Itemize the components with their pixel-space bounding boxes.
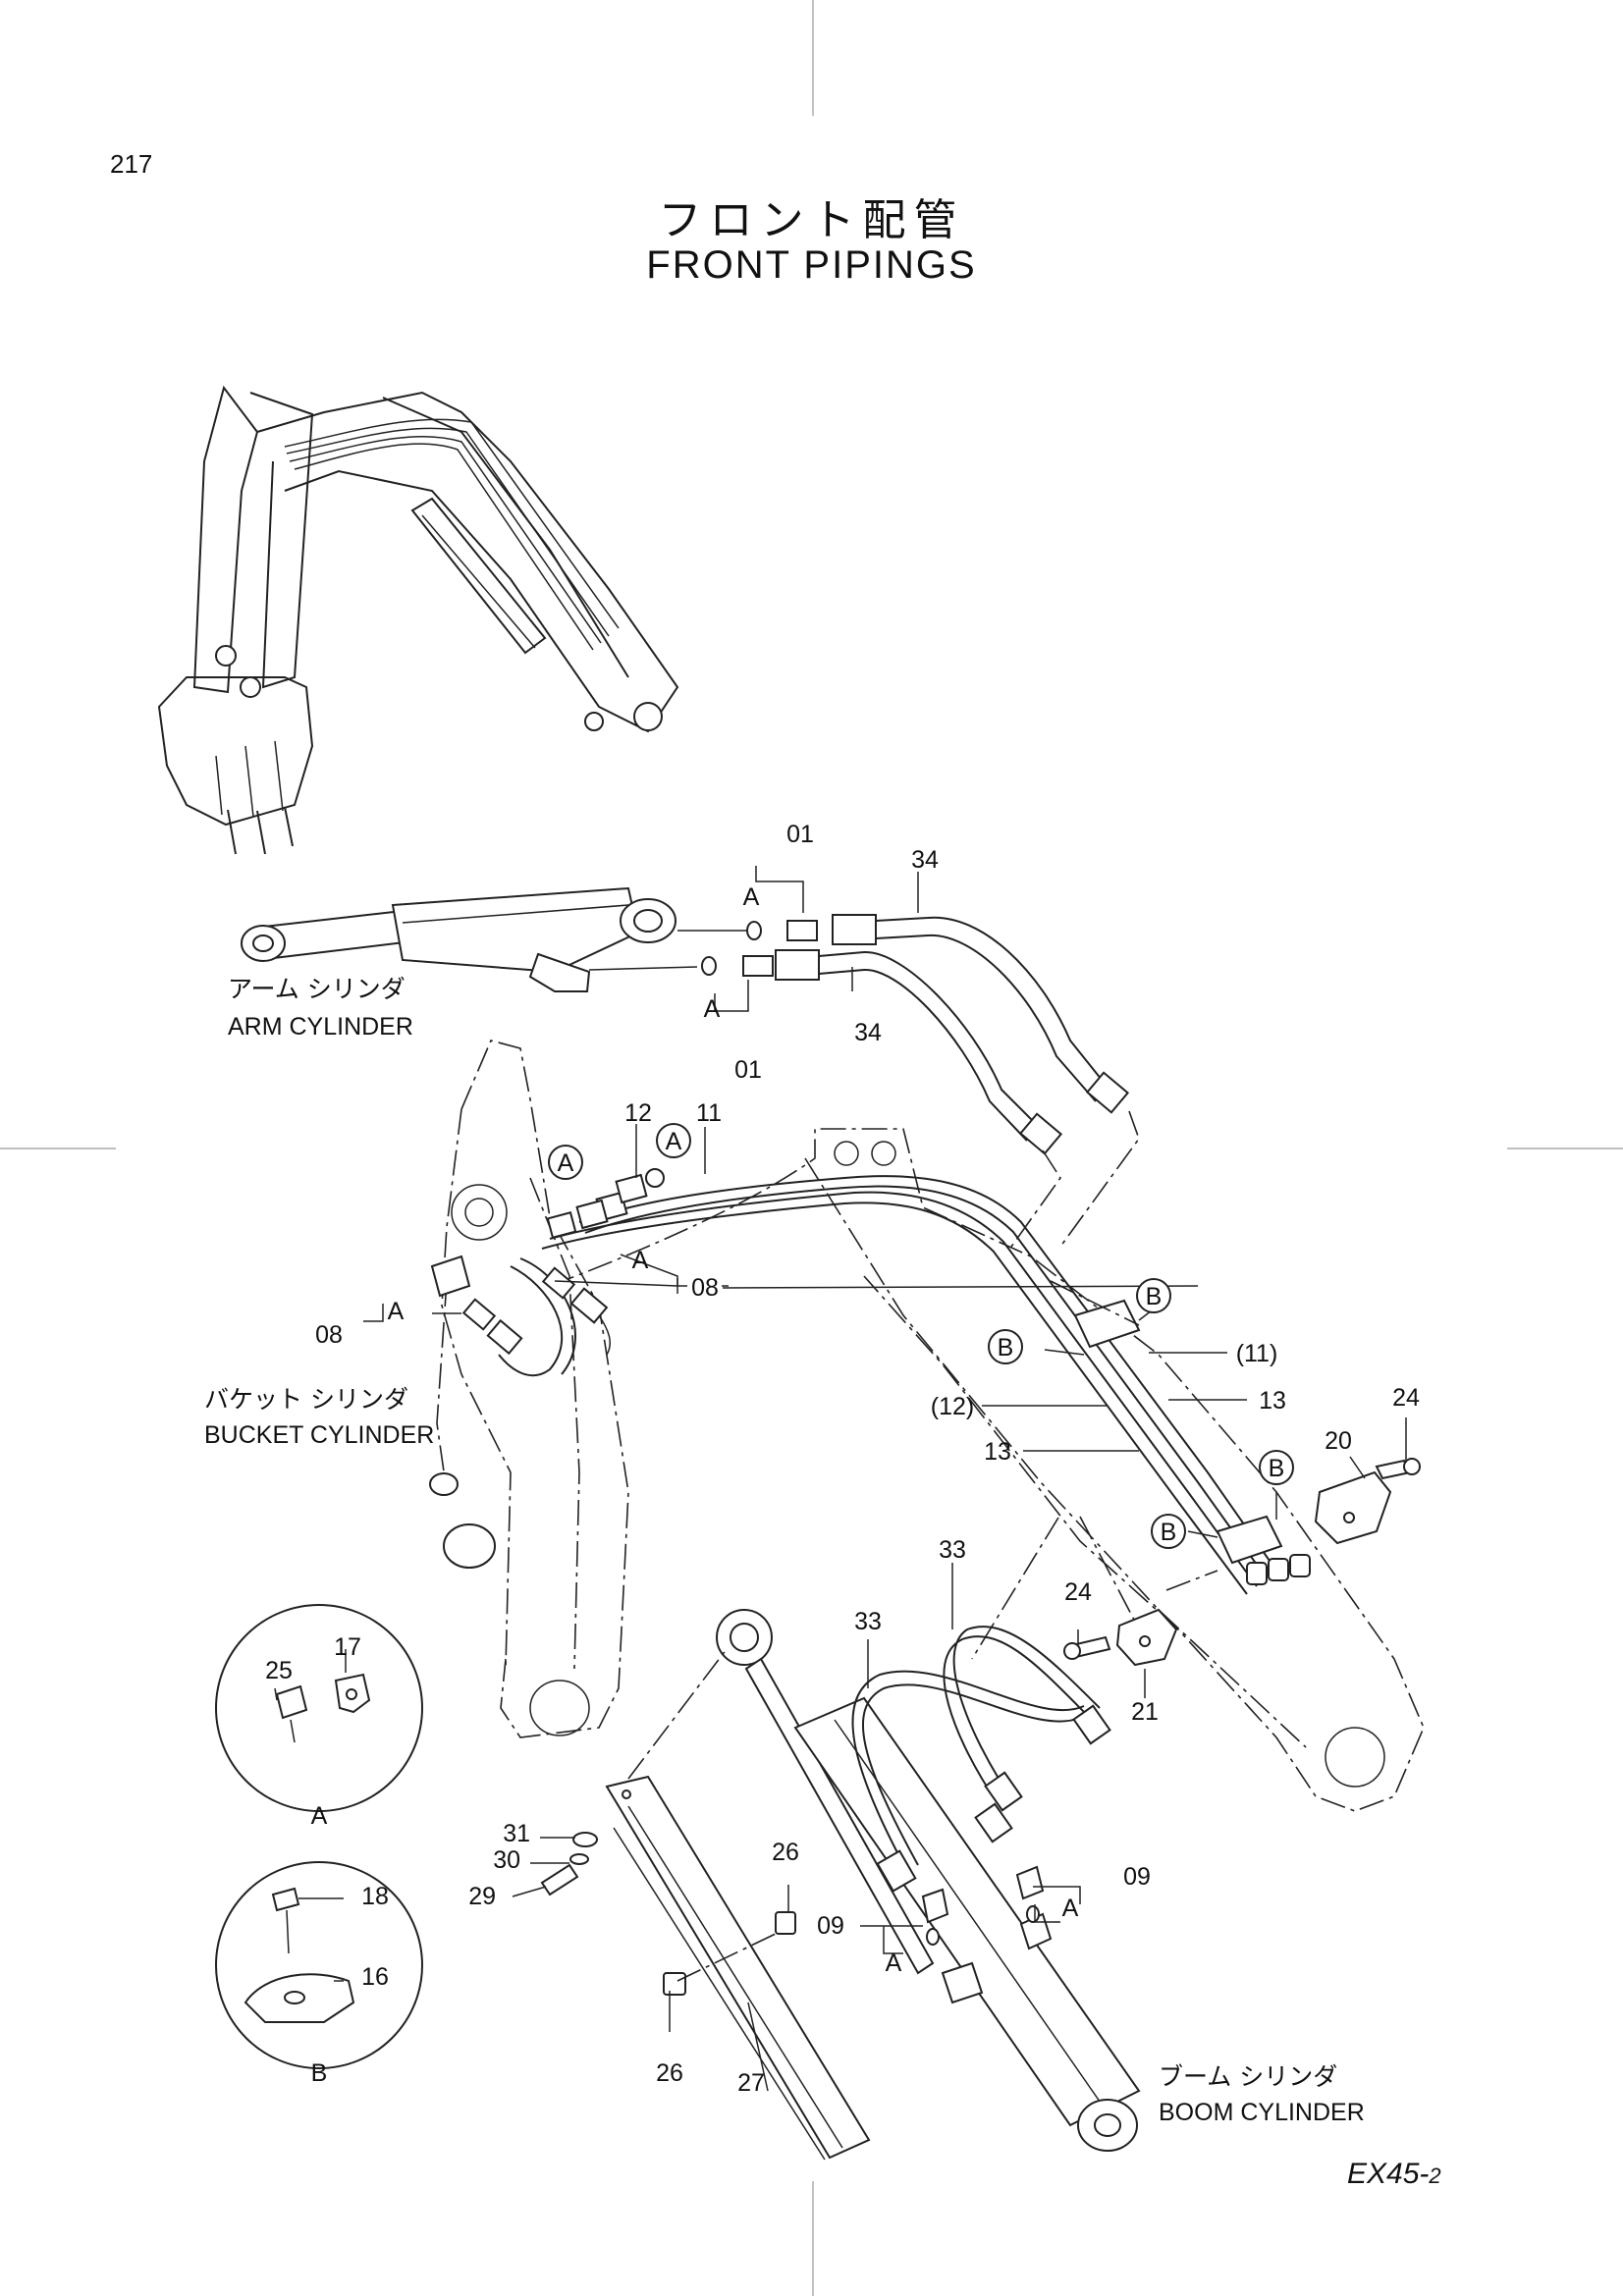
part-number-25: 25	[265, 1657, 293, 1684]
part-ref-11: (11)	[1236, 1340, 1278, 1367]
page-number: 217	[110, 149, 153, 179]
detail-tag-b-4: B	[1151, 1514, 1186, 1549]
detail-a	[215, 1604, 423, 1812]
page-title: FRONT PIPINGS	[646, 243, 977, 287]
bucket-cylinder	[429, 1255, 611, 1569]
part-number-21: 21	[1131, 1698, 1159, 1726]
location-label-a: A	[388, 1298, 405, 1325]
detail-tag-a-2: A	[656, 1123, 691, 1158]
part-number-11: 11	[696, 1099, 722, 1127]
svg-text:B: B	[1146, 1283, 1163, 1310]
boom-cylinder-label: BOOM CYLINDER	[1159, 2099, 1365, 2126]
part-number-24: 24	[1064, 1578, 1092, 1606]
part-ref-12: (12)	[931, 1393, 974, 1420]
svg-text:B: B	[1161, 1519, 1177, 1546]
detail-a-caption: A	[311, 1802, 328, 1830]
location-label-a: A	[632, 1247, 649, 1274]
bucket-cylinder-label-japanese: バケット シリンダ	[204, 1385, 408, 1414]
svg-text:B: B	[998, 1334, 1014, 1362]
part-number-17: 17	[334, 1633, 361, 1661]
part-number-01: 01	[734, 1056, 762, 1084]
model-code: EX45-2	[1347, 2158, 1441, 2191]
location-label-a: A	[886, 1949, 902, 1977]
arm-cylinder	[241, 886, 676, 992]
part-number-26: 26	[656, 2059, 683, 2087]
arm-cylinder-hoses	[588, 914, 1140, 1248]
part-number-33: 33	[854, 1608, 882, 1635]
model-code-main: EX45-	[1347, 2158, 1430, 2190]
part-number-34: 34	[854, 1019, 882, 1046]
model-code-suffix: 2	[1429, 2163, 1441, 2188]
part-number-16: 16	[361, 1963, 389, 1991]
boom-cylinder-hoses	[851, 1517, 1111, 1946]
boom-body	[549, 1128, 1425, 1812]
boom-cylinder	[716, 1609, 1141, 2152]
part-number-34: 34	[911, 846, 939, 874]
detail-tag-b-1: B	[1136, 1278, 1171, 1313]
detail-b-caption: B	[311, 2059, 328, 2087]
part-number-24: 24	[1392, 1384, 1420, 1412]
part-number-30: 30	[493, 1846, 520, 1874]
detail-b	[215, 1861, 423, 2069]
part-number-13: 13	[1259, 1387, 1286, 1415]
location-label-a: A	[704, 995, 721, 1023]
page-title-japanese: フロント配管	[658, 195, 965, 245]
part-number-27: 27	[737, 2069, 765, 2097]
front-attachment-overview	[157, 385, 679, 855]
svg-text:A: A	[666, 1128, 682, 1155]
detail-tag-b-2: B	[988, 1329, 1023, 1364]
leader-lines	[274, 866, 1407, 2092]
arm-cylinder-label-japanese: アーム シリンダ	[228, 975, 406, 1003]
hose-brackets	[1063, 1458, 1421, 1667]
part-number-29: 29	[468, 1883, 496, 1910]
part-number-26: 26	[772, 1839, 799, 1866]
svg-text:B: B	[1269, 1455, 1285, 1482]
part-number-09: 09	[1123, 1863, 1151, 1891]
arm-cylinder-label: ARM CYLINDER	[228, 1013, 413, 1041]
boom-piping	[541, 1168, 1311, 1595]
part-number-31: 31	[503, 1820, 530, 1847]
part-number-20: 20	[1325, 1427, 1352, 1455]
part-number-09: 09	[817, 1912, 844, 1940]
part-number-33: 33	[939, 1536, 966, 1564]
detail-tag-b-3: B	[1259, 1450, 1294, 1485]
part-number-13: 13	[984, 1438, 1011, 1466]
detail-tag-a-1: A	[548, 1145, 583, 1180]
location-label-a: A	[743, 883, 760, 911]
location-label-a: A	[1062, 1895, 1079, 1922]
part-number-12: 12	[624, 1099, 652, 1127]
arm-body	[441, 1040, 629, 1738]
boom-cylinder-label-japanese: ブーム シリンダ	[1159, 2062, 1337, 2091]
part-number-01: 01	[786, 821, 814, 848]
part-number-18: 18	[361, 1883, 389, 1910]
bucket-cylinder-label: BUCKET CYLINDER	[204, 1421, 434, 1449]
svg-text:A: A	[558, 1149, 574, 1177]
part-number-08: 08	[315, 1321, 343, 1349]
part-number-08: 08	[691, 1274, 719, 1302]
